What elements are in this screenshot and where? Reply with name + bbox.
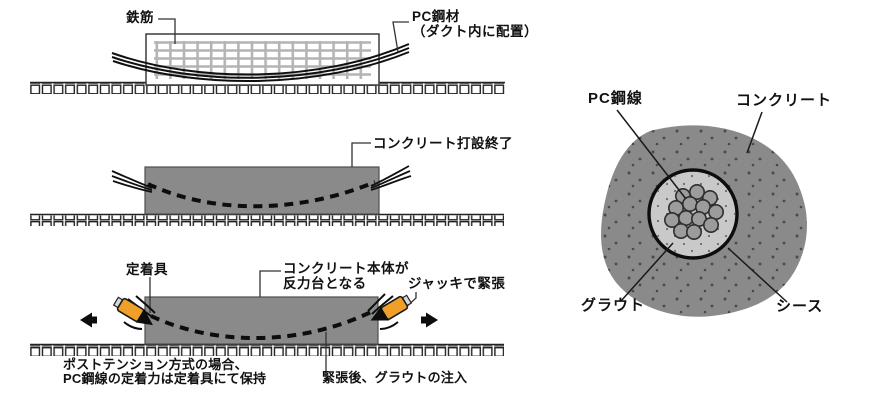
concrete-done-leader-line: [351, 142, 371, 167]
grout-injection-label: 緊張後、グラウトの注入: [322, 370, 468, 385]
anchorage-label: 定着具: [126, 262, 168, 277]
panel2-cast-stage: [30, 142, 504, 226]
reaction-label-line1: コンクリート本体が: [283, 261, 409, 276]
tendon-dashed-duct-3: [150, 310, 372, 340]
tendon-dashed-duct-2: [147, 180, 376, 209]
posttension-note-line1: ポストテンション方式の場合、: [63, 357, 248, 372]
panel1-formwork-stage: [30, 18, 505, 94]
anchor-wires-right: [367, 293, 399, 330]
pc-wire-bundle: [663, 184, 724, 241]
arrow-right-icon: [421, 312, 438, 328]
posttension-note-line2: PC鋼線の定着力は定着具にて保持: [63, 371, 267, 386]
tension-jack-left: [112, 296, 153, 326]
grout-label: グラウト: [581, 297, 646, 314]
tension-jack-right: [370, 294, 413, 321]
tendon-leader-line: [392, 21, 409, 53]
jack-label: ジャッキで緊張: [408, 276, 506, 291]
tendon-label-line1: PC鋼材: [412, 9, 460, 24]
panel3-tensioning-stage: [30, 270, 504, 371]
ground-strip-3: [30, 345, 504, 356]
sheath-leader-line: [727, 247, 788, 303]
ground-strip-2: [30, 215, 504, 226]
grout-leader-line: [620, 242, 674, 302]
reaction-leader-line: [259, 270, 281, 297]
reaction-label-line2: 反力台となる: [283, 276, 367, 291]
ground-strip-1: [30, 83, 505, 94]
tendon-label-line2: （ダクト内に配置）: [412, 24, 538, 39]
pc-tendons: [111, 43, 410, 83]
concrete-leader-line: [746, 111, 763, 154]
pc-wire-label: PC鋼線: [588, 90, 643, 107]
concrete-label: コンクリート: [736, 92, 833, 109]
rebar-label: 鉄筋: [126, 10, 154, 25]
tendon-tails-2: [111, 165, 412, 193]
concrete-done-label: コンクリート打設終了: [373, 136, 513, 151]
pc-wire-leader-line: [616, 109, 687, 200]
sheath-label: シース: [776, 298, 824, 315]
rebar-leader-line: [158, 18, 176, 44]
cross-section-drawing: [601, 109, 807, 317]
arrow-left-icon: [80, 312, 97, 328]
